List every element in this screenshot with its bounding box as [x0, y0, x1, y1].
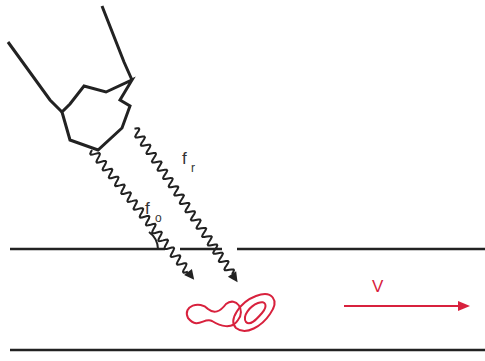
arrowhead — [228, 271, 238, 282]
sound-waves — [90, 128, 237, 282]
wave-line — [90, 150, 188, 273]
frequency-symbol: f — [182, 150, 187, 167]
velocity-label: V — [372, 278, 383, 295]
wave-line — [135, 128, 235, 274]
vessel-wall — [10, 249, 485, 350]
frequency-subscript: r — [191, 162, 195, 174]
velocity-arrow — [344, 301, 470, 311]
frequency-subscript: o — [155, 212, 162, 224]
angle-arc — [149, 232, 158, 249]
blood-cells — [187, 294, 275, 331]
arrowhead — [184, 269, 194, 280]
frequency-symbol: f — [145, 200, 150, 217]
ultrasound-probe — [8, 6, 132, 150]
